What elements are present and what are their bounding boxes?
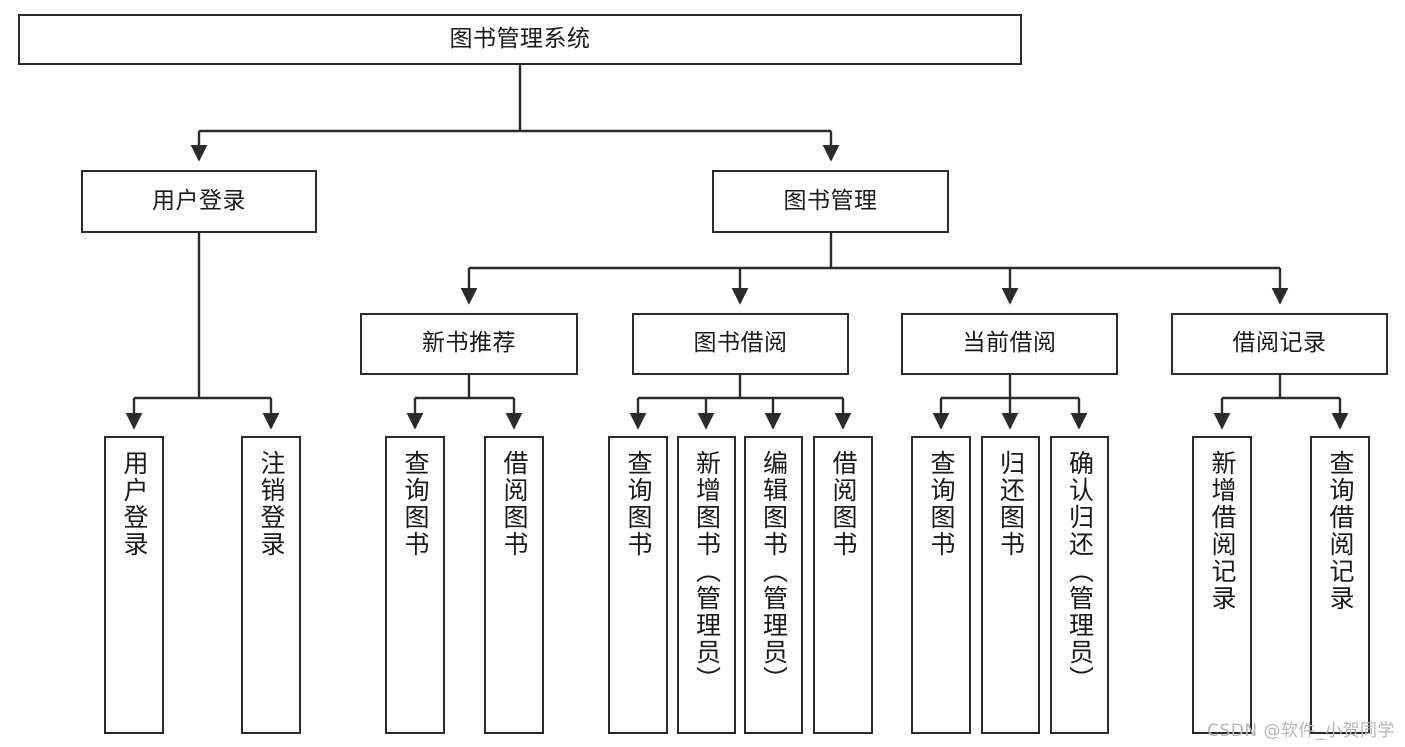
node-root[interactable]: 图书管理系统 (18, 14, 1022, 65)
node-borrow-record-label: 借阅记录 (1232, 330, 1327, 357)
node-leaf-borrow-book-2[interactable]: 借阅图书 (813, 436, 873, 734)
node-current-borrow-label: 当前借阅 (962, 330, 1057, 357)
node-new-book-recommend[interactable]: 新书推荐 (360, 313, 578, 375)
node-leaf-add-book-admin[interactable]: 新增图书（管理员） (677, 436, 736, 734)
node-leaf-confirm-return-admin[interactable]: 确认归还（管理员） (1050, 436, 1109, 734)
node-leaf-query-book-2-label: 查询图书 (624, 450, 653, 558)
node-leaf-query-book-3-label: 查询图书 (927, 450, 956, 558)
node-leaf-query-book-1-label: 查询图书 (401, 450, 430, 558)
node-borrow-record[interactable]: 借阅记录 (1171, 313, 1388, 375)
node-leaf-query-book-3[interactable]: 查询图书 (911, 436, 971, 734)
node-leaf-borrow-book-1[interactable]: 借阅图书 (484, 436, 544, 734)
node-book-management-label: 图书管理 (783, 187, 878, 214)
node-leaf-confirm-return-admin-label: 确认归还（管理员） (1065, 450, 1095, 693)
node-leaf-logout-label: 注销登录 (257, 450, 286, 558)
node-current-borrow[interactable]: 当前借阅 (901, 313, 1118, 375)
node-leaf-query-book-2[interactable]: 查询图书 (608, 436, 668, 734)
node-leaf-logout[interactable]: 注销登录 (241, 436, 301, 734)
node-leaf-query-borrow-record-label: 查询借阅记录 (1326, 450, 1355, 612)
node-leaf-user-login[interactable]: 用户登录 (104, 436, 164, 734)
node-leaf-return-book-label: 归还图书 (996, 450, 1026, 558)
node-leaf-query-borrow-record[interactable]: 查询借阅记录 (1310, 436, 1370, 734)
node-leaf-query-book-1[interactable]: 查询图书 (385, 436, 445, 734)
watermark-text: CSDN @软件_小贺同学 (1207, 721, 1395, 741)
node-book-borrow[interactable]: 图书借阅 (632, 313, 849, 375)
node-leaf-borrow-book-1-label: 借阅图书 (500, 450, 529, 558)
node-leaf-add-book-admin-label: 新增图书（管理员） (692, 450, 722, 693)
node-leaf-add-borrow-record[interactable]: 新增借阅记录 (1192, 436, 1252, 734)
node-book-management[interactable]: 图书管理 (712, 170, 949, 233)
node-leaf-return-book[interactable]: 归还图书 (981, 436, 1040, 734)
node-leaf-add-borrow-record-label: 新增借阅记录 (1208, 450, 1237, 612)
node-root-label: 图书管理系统 (449, 25, 591, 52)
node-leaf-edit-book-admin[interactable]: 编辑图书（管理员） (744, 436, 803, 734)
node-leaf-edit-book-admin-label: 编辑图书（管理员） (759, 450, 789, 693)
node-new-book-recommend-label: 新书推荐 (422, 330, 516, 357)
node-book-borrow-label: 图书借阅 (693, 330, 788, 357)
node-leaf-user-login-label: 用户登录 (120, 450, 149, 558)
node-user-login[interactable]: 用户登录 (81, 170, 317, 233)
node-user-login-label: 用户登录 (152, 187, 246, 214)
node-leaf-borrow-book-2-label: 借阅图书 (829, 450, 858, 558)
